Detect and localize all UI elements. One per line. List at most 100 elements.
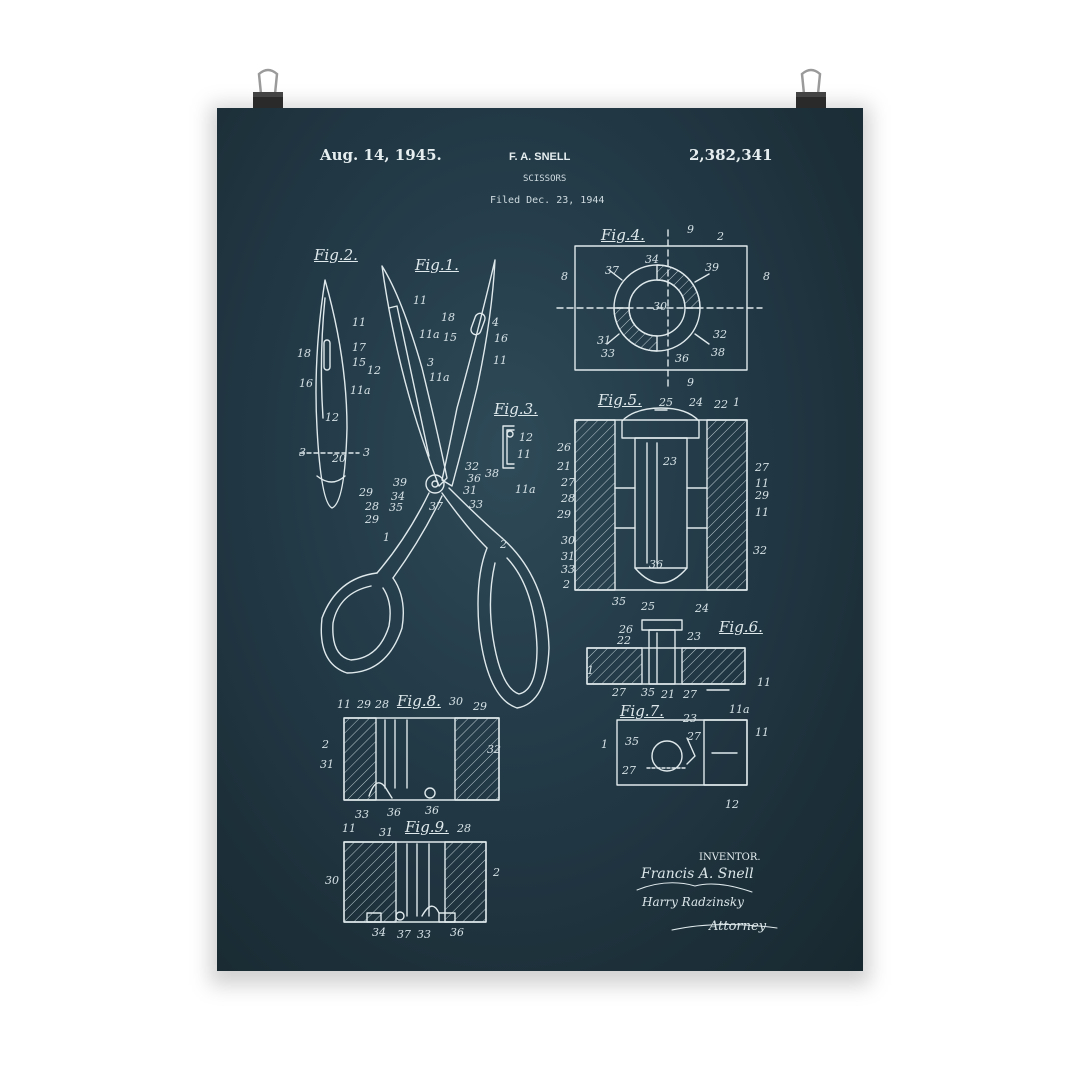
svg-text:11: 11 (337, 698, 351, 711)
svg-text:17: 17 (352, 341, 366, 354)
svg-text:32: 32 (713, 328, 727, 341)
fig5-section-drawing (574, 407, 748, 591)
svg-text:37: 37 (429, 500, 443, 513)
svg-text:23: 23 (686, 630, 701, 643)
svg-text:21: 21 (660, 688, 675, 701)
inventor-signature: Francis A. Snell (641, 866, 754, 882)
svg-text:15: 15 (352, 356, 366, 369)
svg-text:11: 11 (517, 448, 531, 461)
fig8-label: Fig.8. (397, 692, 441, 710)
fig5-label: Fig.5. (598, 391, 642, 409)
svg-text:30: 30 (653, 300, 667, 313)
svg-text:34: 34 (391, 490, 405, 503)
svg-text:34: 34 (372, 926, 386, 939)
signature-flourish (671, 923, 778, 931)
svg-text:27: 27 (686, 730, 701, 743)
svg-text:11a: 11a (429, 371, 450, 384)
svg-text:11a: 11a (350, 384, 371, 397)
svg-text:11a: 11a (419, 328, 440, 341)
svg-text:3: 3 (427, 356, 434, 369)
svg-text:36: 36 (387, 806, 401, 819)
svg-text:31: 31 (379, 826, 393, 839)
inventor-label: INVENTOR. (699, 852, 761, 863)
svg-text:21: 21 (556, 460, 571, 473)
svg-text:1: 1 (601, 738, 608, 751)
svg-text:27: 27 (621, 764, 636, 777)
svg-text:29: 29 (356, 698, 371, 711)
svg-text:2: 2 (562, 578, 570, 591)
inventor-name-header: F. A. SNELL (509, 151, 571, 163)
svg-text:12: 12 (325, 411, 339, 424)
fig4-label: Fig.4. (601, 226, 645, 244)
fig6-section-drawing (586, 619, 746, 691)
svg-text:3: 3 (363, 446, 370, 459)
svg-text:34: 34 (645, 253, 659, 266)
svg-text:18: 18 (297, 347, 311, 360)
svg-text:16: 16 (299, 377, 313, 390)
svg-text:22: 22 (616, 634, 631, 647)
svg-text:29: 29 (364, 513, 379, 526)
svg-text:1: 1 (383, 531, 390, 544)
fig3-section-drawing (502, 425, 515, 469)
svg-text:1: 1 (733, 396, 740, 409)
fig3-label: Fig.3. (494, 400, 538, 418)
svg-text:35: 35 (625, 735, 639, 748)
svg-text:2: 2 (321, 738, 329, 751)
svg-text:30: 30 (325, 874, 339, 887)
svg-text:11: 11 (757, 676, 771, 689)
fig7-label: Fig.7. (620, 702, 664, 720)
svg-text:27: 27 (611, 686, 626, 699)
svg-text:27: 27 (754, 461, 769, 474)
svg-text:36: 36 (425, 804, 439, 817)
fig1-label: Fig.1. (415, 256, 459, 274)
svg-text:28: 28 (364, 500, 379, 513)
svg-text:16: 16 (494, 332, 508, 345)
svg-text:23: 23 (682, 712, 697, 725)
svg-text:35: 35 (389, 501, 403, 514)
svg-text:33: 33 (469, 498, 483, 511)
svg-text:33: 33 (561, 563, 575, 576)
svg-text:11: 11 (493, 354, 507, 367)
svg-text:30: 30 (449, 695, 463, 708)
svg-text:23: 23 (662, 455, 677, 468)
filed-date: Filed Dec. 23, 1944 (490, 195, 605, 206)
fig2-label: Fig.2. (314, 246, 358, 264)
svg-text:32: 32 (487, 743, 501, 756)
svg-text:12: 12 (367, 364, 381, 377)
fig9-label: Fig.9. (405, 818, 449, 836)
svg-text:11a: 11a (515, 483, 536, 496)
svg-text:11: 11 (413, 294, 427, 307)
fig4-plan-drawing (556, 229, 763, 387)
svg-text:27: 27 (682, 688, 697, 701)
svg-text:36: 36 (450, 926, 464, 939)
svg-text:31: 31 (463, 484, 477, 497)
svg-text:39: 39 (393, 476, 407, 489)
svg-text:27: 27 (560, 476, 575, 489)
svg-text:31: 31 (320, 758, 334, 771)
attorney-label: Attorney (709, 919, 767, 934)
svg-text:32: 32 (753, 544, 767, 557)
fig9-section-drawing (343, 841, 487, 923)
svg-text:12: 12 (725, 798, 739, 811)
fig1-scissors-drawing (320, 259, 550, 709)
attorney-signature: Harry Radzinsky (642, 895, 744, 909)
svg-text:26: 26 (618, 623, 633, 636)
svg-text:11: 11 (755, 506, 769, 519)
svg-text:36: 36 (649, 558, 663, 571)
svg-text:9: 9 (687, 223, 694, 236)
svg-text:1: 1 (587, 664, 594, 677)
svg-text:29: 29 (556, 508, 571, 521)
svg-text:2: 2 (499, 538, 507, 551)
svg-text:31: 31 (597, 334, 611, 347)
svg-text:33: 33 (355, 808, 369, 821)
svg-text:37: 37 (605, 264, 619, 277)
svg-text:8: 8 (561, 270, 568, 283)
inventor-underline (636, 882, 753, 893)
patent-number: 2,382,341 (689, 146, 773, 164)
svg-text:9: 9 (687, 376, 694, 389)
svg-text:38: 38 (711, 346, 725, 359)
svg-text:11: 11 (755, 726, 769, 739)
svg-text:28: 28 (374, 698, 389, 711)
svg-text:25: 25 (658, 396, 673, 409)
